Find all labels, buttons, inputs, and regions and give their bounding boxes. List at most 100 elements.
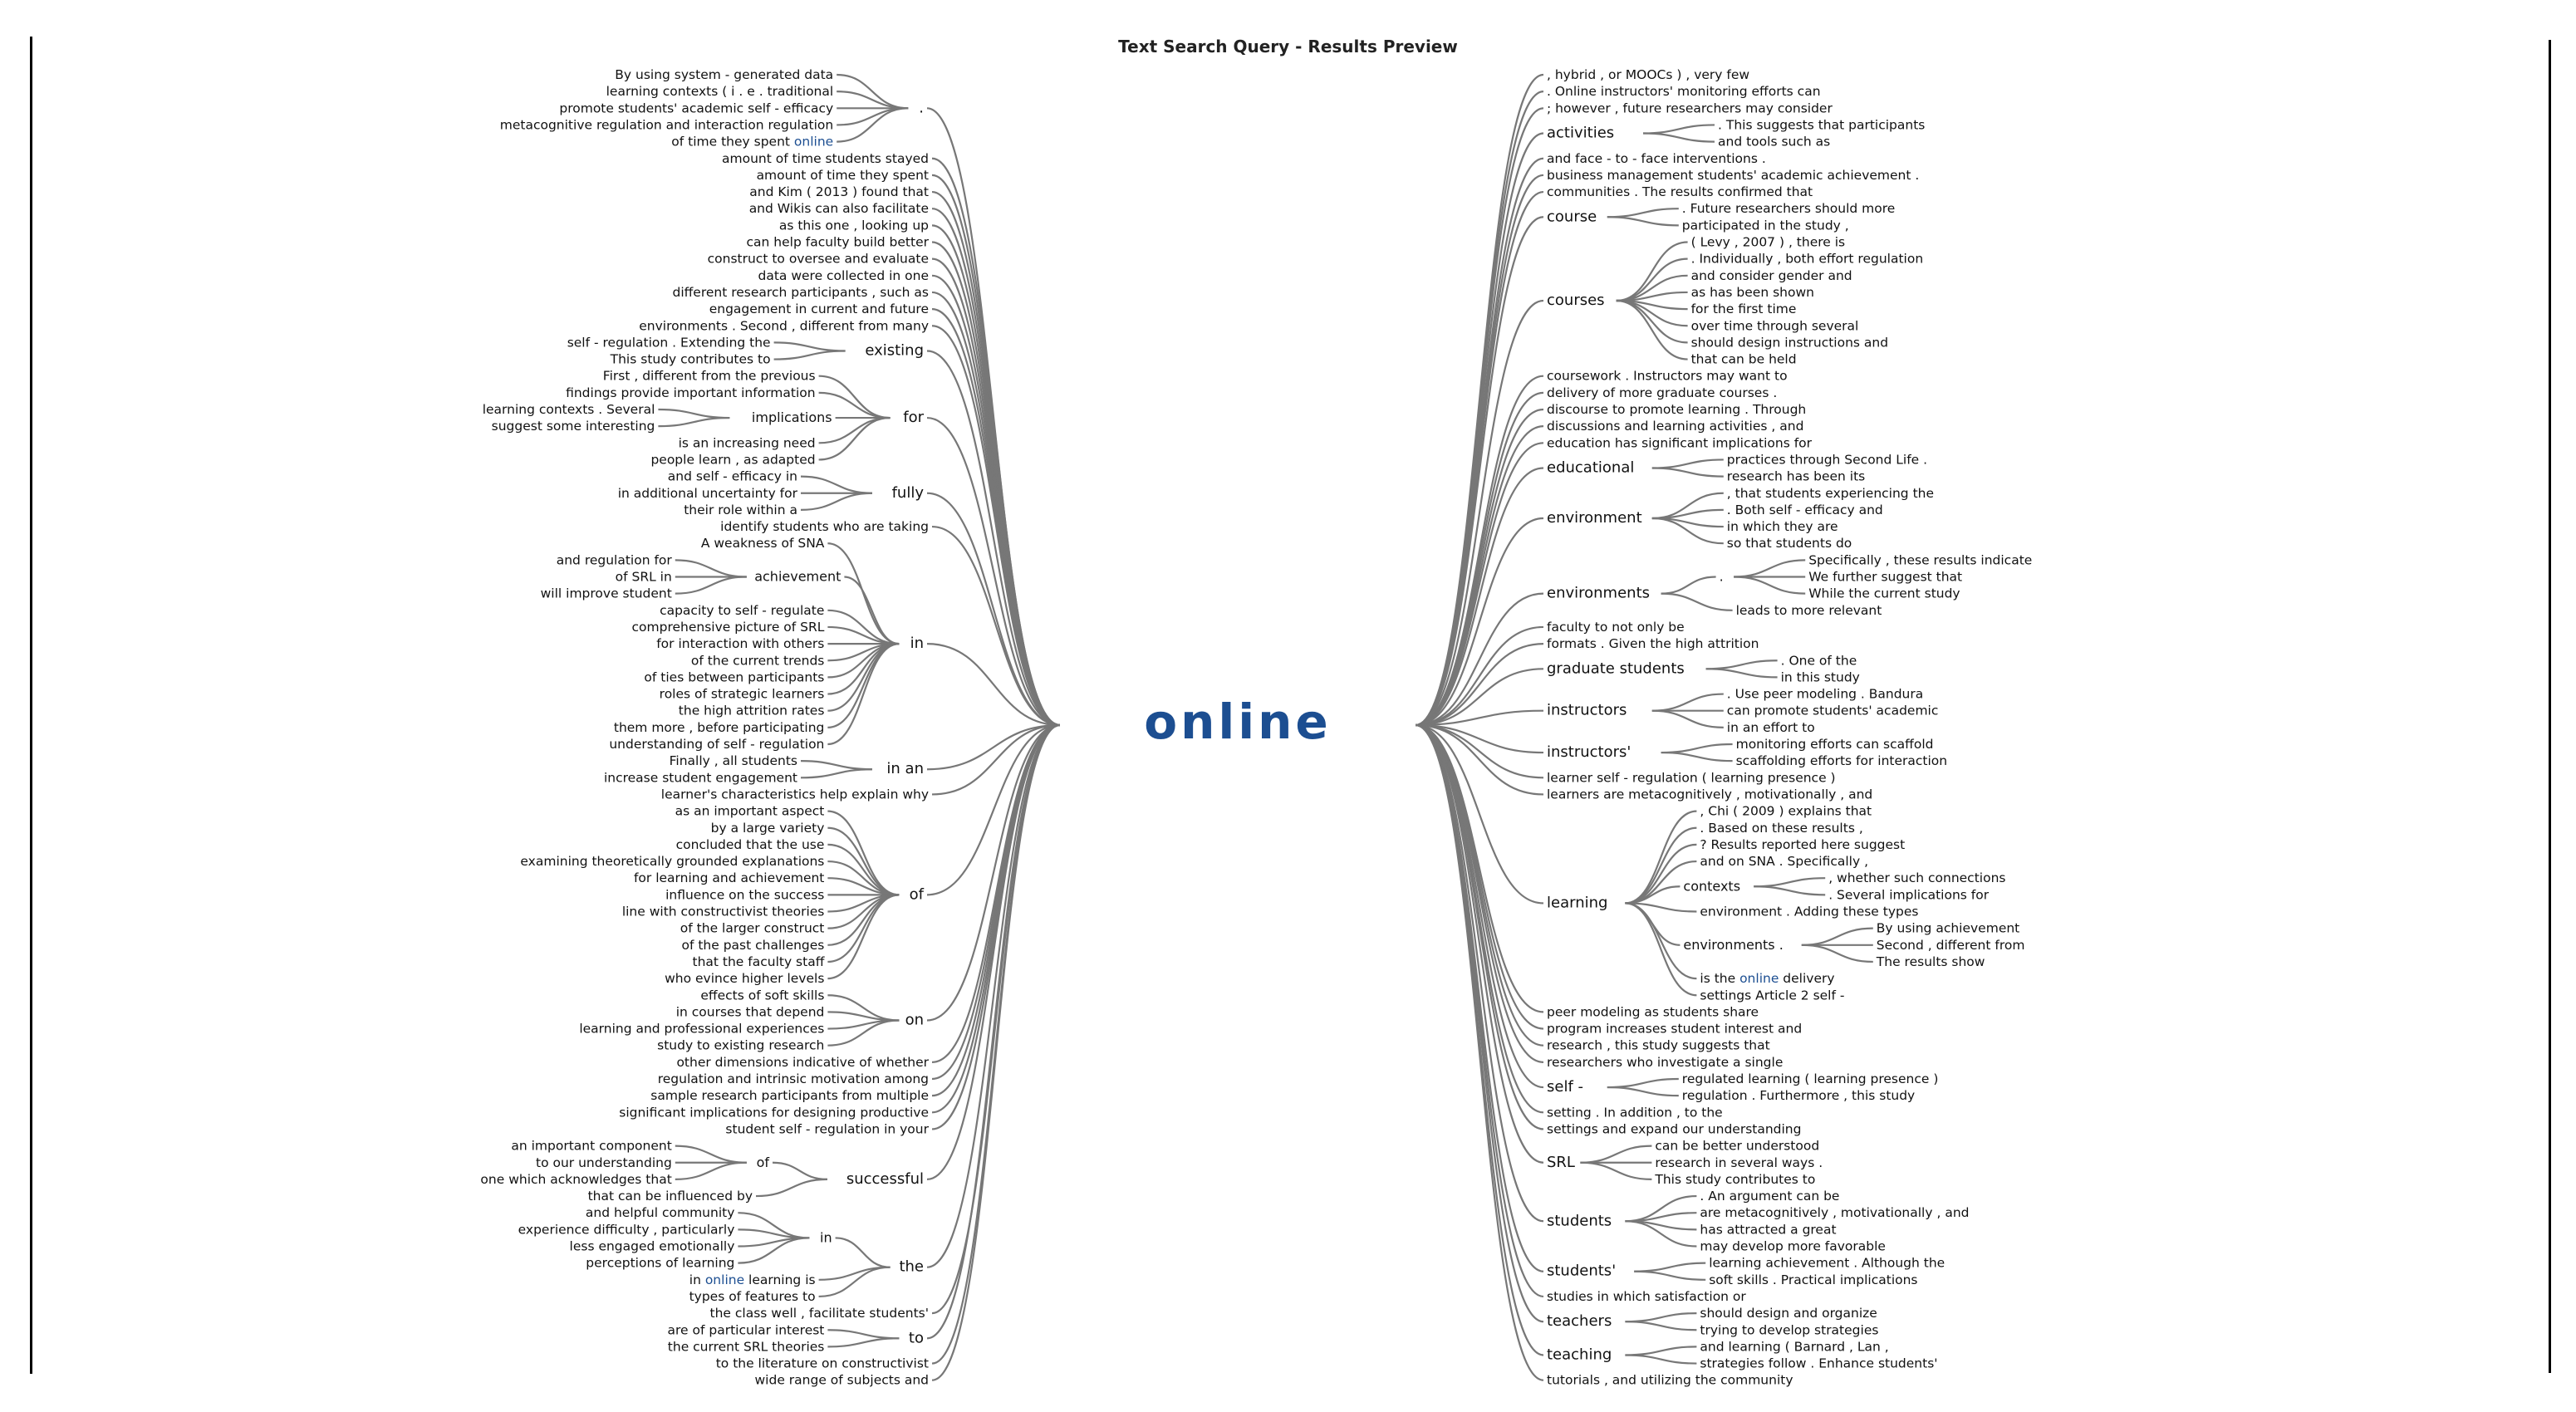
- tree-leaf-text: over time through several: [1691, 318, 1859, 333]
- tree-leaf-text: and learning ( Barnard , Lan ,: [1700, 1339, 1888, 1354]
- tree-leaf-text: may develop more favorable: [1700, 1238, 1886, 1253]
- tree-leaf-text: an important component: [511, 1138, 671, 1153]
- tree-branch: [1415, 517, 1544, 727]
- tree-branch: [1616, 291, 1688, 302]
- tree-leaf-text: understanding of self - regulation: [609, 737, 824, 752]
- tree-leaf-text: can help faculty build better: [747, 234, 930, 249]
- tree-branch: [1651, 709, 1724, 728]
- tree-branch: [926, 723, 1061, 1340]
- tree-branch-word: to: [909, 1329, 924, 1346]
- tree-leaf-text: setting . In addition , to the: [1547, 1105, 1723, 1120]
- tree-leaf-text: influence on the success: [665, 887, 824, 902]
- right-border: [2549, 40, 2551, 1373]
- tree-leaf-text: business management students' academic a…: [1547, 167, 1919, 182]
- tree-branch: [1415, 723, 1544, 1130]
- tree-branch: [844, 576, 900, 645]
- tree-branch: [827, 643, 900, 746]
- tree-branch-word: educational: [1547, 459, 1634, 477]
- tree-leaf-text: effects of soft skills: [700, 988, 824, 1003]
- tree-leaf-text: of the larger construct: [680, 920, 825, 935]
- tree-leaf-text: research in several ways .: [1655, 1155, 1823, 1169]
- tree-leaf-text: one which acknowledges that: [480, 1171, 671, 1186]
- tree-branch-word: teachers: [1547, 1312, 1612, 1330]
- tree-branch: [1625, 1321, 1697, 1331]
- tree-leaf-text: learner self - regulation ( learning pre…: [1547, 770, 1836, 785]
- tree-leaf-text: in this study: [1781, 669, 1860, 684]
- tree-branch: [1625, 902, 1697, 997]
- tree-leaf-text: amount of time they spent: [757, 167, 929, 182]
- tree-leaf-text: promote students' academic self - effica…: [559, 101, 833, 115]
- tree-leaf-text: in which they are: [1727, 519, 1838, 534]
- tree-branch: [1754, 877, 1826, 888]
- tree-leaf-text: A weakness of SNA: [701, 536, 825, 551]
- tree-branch: [1642, 132, 1715, 143]
- tree-branch: [837, 107, 909, 143]
- tree-leaf-text: ( Levy , 2007 ) , there is: [1691, 234, 1846, 249]
- tree-branch: [827, 894, 900, 980]
- tree-branch: [1661, 751, 1733, 762]
- tree-branch: [1415, 442, 1544, 727]
- tree-leaf-text: as this one , looking up: [779, 218, 929, 233]
- tree-branch: [1625, 843, 1697, 905]
- tree-leaf-text: . Future researchers should more: [1682, 201, 1896, 216]
- tree-leaf-text: learning and professional experiences: [579, 1021, 824, 1036]
- tree-branch: [827, 643, 900, 728]
- tree-leaf-text: line with constructivist theories: [622, 904, 825, 919]
- tree-branch: [837, 91, 909, 110]
- tree-leaf-text: to our understanding: [536, 1155, 672, 1169]
- tree-leaf-text: of the past challenges: [681, 937, 824, 952]
- tree-leaf-text: education has significant implications f…: [1547, 435, 1813, 450]
- tree-branch: [1415, 723, 1544, 796]
- tree-branch: [1415, 157, 1544, 727]
- tree-leaf-text: construct to oversee and evaluate: [708, 251, 929, 266]
- tree-leaf-text: practices through Second Life .: [1727, 452, 1927, 467]
- tree-leaf-text: examining theoretically grounded explana…: [520, 854, 824, 869]
- tree-leaf-text: research , this study suggests that: [1547, 1037, 1770, 1052]
- tree-leaf-text: the high attrition rates: [679, 703, 825, 718]
- tree-leaf-text: for learning and achievement: [634, 870, 824, 885]
- tree-branch: [818, 416, 891, 461]
- tree-branch: [931, 274, 1061, 727]
- tree-leaf-text: people learn , as adapted: [650, 452, 815, 467]
- tree-leaf-text: . Several implications for: [1828, 887, 1990, 902]
- tree-leaf-text: perceptions of learning: [586, 1255, 734, 1270]
- tree-branch-word: of: [910, 885, 925, 903]
- tree-branch: [1625, 902, 1697, 913]
- tree-branch: [1415, 709, 1544, 727]
- tree-branch: [827, 1019, 900, 1047]
- tree-leaf-text: By using achievement: [1877, 920, 2019, 935]
- tree-branch: [738, 1237, 810, 1264]
- tree-leaf-text: to the literature on constructivist: [716, 1356, 929, 1370]
- tree-branch: [1625, 1220, 1697, 1248]
- tree-branch: [931, 723, 1061, 1130]
- tree-leaf-text: regulation and intrinsic motivation amon…: [658, 1071, 929, 1086]
- tree-branch-word: SRL: [1547, 1154, 1575, 1171]
- tree-leaf-text: . Individually , both effort regulation: [1691, 251, 1924, 266]
- tree-leaf-text: so that students do: [1727, 536, 1852, 551]
- tree-leaf-text: environment . Adding these types: [1700, 904, 1918, 919]
- tree-branch-word: self -: [1547, 1078, 1583, 1096]
- tree-branch: [1705, 659, 1778, 670]
- tree-leaf-text: We further suggest that: [1808, 569, 1962, 584]
- tree-branch: [931, 257, 1061, 727]
- tree-branch-word: .: [919, 99, 924, 116]
- tree-branch: [1801, 927, 1873, 946]
- tree-leaf-text: . This suggests that participants: [1718, 117, 1925, 132]
- tree-branch: [658, 416, 730, 428]
- tree-leaf-text: has attracted a great: [1700, 1222, 1836, 1237]
- tree-leaf-text: other dimensions indicative of whether: [676, 1054, 929, 1069]
- tree-leaf-text: . Based on these results ,: [1700, 820, 1862, 835]
- tree-leaf-text: that can be held: [1691, 351, 1797, 366]
- tree-leaf-text: of time they spent online: [671, 134, 833, 149]
- tree-leaf-text: as has been shown: [1691, 284, 1814, 299]
- tree-leaf-text: can promote students' academic: [1727, 703, 1939, 718]
- tree-leaf-text: sample research participants from multip…: [650, 1088, 929, 1103]
- tree-branch: [675, 576, 747, 595]
- tree-branch: [926, 723, 1061, 1022]
- tree-leaf-text: delivery of more graduate courses .: [1547, 385, 1777, 400]
- tree-leaf-text: roles of strategic learners: [660, 686, 825, 701]
- tree-branch: [1607, 208, 1679, 218]
- tree-branch: [1415, 723, 1544, 1298]
- tree-leaf-text: of SRL in: [616, 569, 672, 584]
- tree-leaf-text: regulated learning ( learning presence ): [1682, 1071, 1939, 1086]
